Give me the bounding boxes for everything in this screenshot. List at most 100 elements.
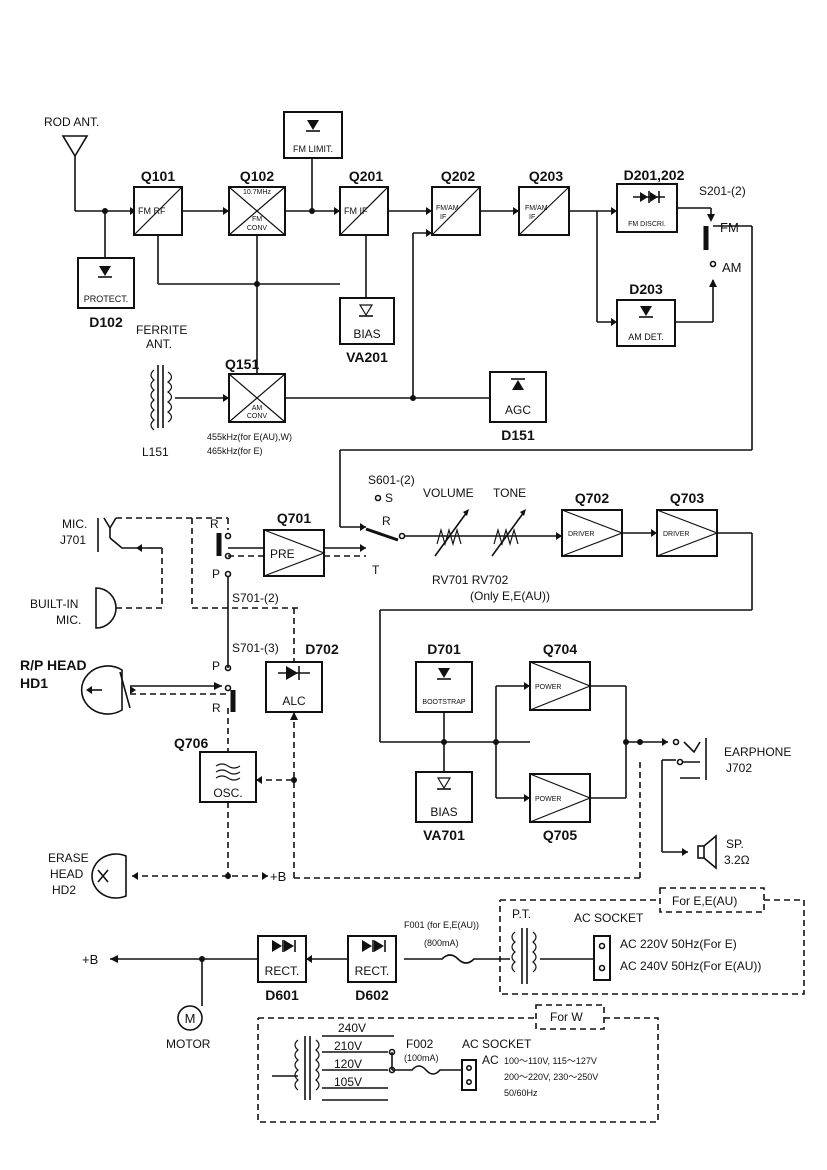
va701-label: BIAS [430, 805, 457, 819]
s201-fm: FM [720, 220, 739, 235]
d102-ref: D102 [89, 314, 123, 330]
q202-label-2: IF [440, 214, 446, 221]
q102-ref: Q102 [240, 168, 274, 184]
fm-discri-block [616, 183, 678, 233]
q705-ref: Q705 [543, 827, 577, 843]
mic-label-1: MIC. [62, 517, 87, 531]
mic-label-2: J701 [60, 533, 86, 547]
ac-w-range-3: 50/60Hz [504, 1088, 538, 1098]
q203-label-2: IF [529, 214, 535, 221]
tap-105: 105V [334, 1075, 362, 1089]
am-conv-label-1: AM [252, 405, 263, 412]
rect-1-label: RECT. [265, 964, 300, 978]
agc-label: AGC [505, 403, 531, 417]
ac-w-range-2: 200～220V, 230～250V [504, 1072, 598, 1082]
ac-socket-w-icon [461, 1059, 477, 1091]
protect-label: PROTECT. [84, 294, 129, 304]
ac-e-v2: AC 240V 50Hz(For E(AU)) [620, 959, 761, 973]
s201-am: AM [722, 260, 742, 275]
bootstrap-label: BOOTSTRAP [422, 699, 466, 706]
rv-note: (Only E,E(AU)) [470, 589, 550, 603]
s601-ref: S601-(2) [368, 473, 415, 487]
q706-ref: Q706 [174, 735, 208, 751]
fm-conv-freq: 10.7MHz [243, 189, 272, 196]
q703-label: DRIVER [663, 531, 689, 538]
d602-ref: D602 [355, 987, 389, 1003]
q704-ref: Q704 [543, 641, 577, 657]
ferrite-ref: L151 [142, 445, 169, 459]
speaker-label-1: SP. [726, 837, 744, 851]
built-in-mic-icon [95, 587, 117, 629]
va201-bias-block [339, 297, 395, 345]
power-e-tag: For E,E(AU) [672, 894, 737, 908]
rp-head-icon [80, 665, 131, 715]
tap-120: 120V [334, 1057, 362, 1071]
rect-2-block [347, 935, 397, 983]
ferrite-antenna-icon [150, 365, 173, 431]
tone-label: TONE [493, 486, 526, 500]
rp-head-label-1: R/P HEAD [20, 657, 87, 673]
s701-2-r: R [210, 517, 219, 531]
d702-ref: D702 [305, 641, 339, 657]
s701-2-ref: S701-(2) [232, 591, 279, 605]
fm-discri-label: FM DISCRI. [628, 221, 666, 228]
plus-b-supply: +B [82, 952, 98, 967]
q202-ref: Q202 [441, 168, 475, 184]
va201-label: BIAS [353, 327, 380, 341]
rp-head-label-2: HD1 [20, 675, 48, 691]
ferrite-label-2: ANT. [146, 337, 172, 351]
tap-240: 240V [338, 1021, 366, 1035]
va201-ref: VA201 [346, 349, 388, 365]
volume-label: VOLUME [423, 486, 474, 500]
q702-ref: Q702 [575, 490, 609, 506]
f001-label-1: F001 (for E,E(AU)) [404, 920, 479, 930]
erase-label-3: HD2 [52, 883, 76, 897]
fm-conv-label-2: CONV [247, 225, 268, 232]
earphone-label-2: J702 [726, 761, 752, 775]
s601-t: T [372, 563, 380, 577]
q203-ref: Q203 [529, 168, 563, 184]
q151-note-1: 455kHz(for E(AU),W) [207, 432, 292, 442]
fm-limit-block [283, 111, 343, 159]
f001-label-2: (800mA) [424, 938, 459, 948]
fm-conv-label-1: FM [252, 216, 262, 223]
va701-bias-block [415, 771, 473, 823]
q705-label: POWER [535, 796, 561, 803]
q151-ref: Q151 [225, 356, 259, 372]
s701-2-p: P [212, 567, 220, 581]
ac-socket-e-icon [593, 935, 611, 981]
rect-1-block [257, 935, 307, 983]
erase-head-icon [91, 853, 127, 899]
erase-label-2: HEAD [50, 867, 84, 881]
q201-ref: Q201 [349, 168, 383, 184]
s701-3-p: P [212, 659, 220, 673]
d151-ref: D151 [501, 427, 535, 443]
fm-limit-label: FM LIMIT. [293, 144, 333, 154]
speaker-label-2: 3.2Ω [724, 853, 750, 867]
s201-ref: S201-(2) [699, 184, 746, 198]
motor-icon [177, 1005, 203, 1031]
erase-label-1: ERASE [48, 851, 89, 865]
d701-ref: D701 [427, 641, 461, 657]
ferrite-label-1: FERRITE [136, 323, 187, 337]
motor-symbol: M [185, 1011, 196, 1026]
q101-ref: Q101 [141, 168, 175, 184]
builtin-label-2: MIC. [56, 613, 81, 627]
tap-210: 210V [334, 1039, 362, 1053]
q701-ref: Q701 [277, 510, 311, 526]
q703-ref: Q703 [670, 490, 704, 506]
builtin-label-1: BUILT-IN [30, 597, 78, 611]
ac-w-range-1: 100～110V, 115～127V [504, 1056, 597, 1066]
q702-label: DRIVER [568, 531, 594, 538]
ac-socket-w-label: AC SOCKET [462, 1037, 532, 1051]
plus-b-erase: +B [270, 869, 286, 884]
multi-tap-transformer-icon [294, 1036, 320, 1100]
fm-rf-label: FM RF [138, 206, 166, 216]
speaker-icon [697, 834, 717, 870]
osc-label: OSC. [213, 786, 242, 800]
rect-2-label: RECT. [355, 964, 390, 978]
f002-label-1: F002 [406, 1037, 434, 1051]
s701-3-r: R [212, 701, 221, 715]
am-conv-label-2: CONV [247, 413, 268, 420]
am-det-label: AM DET. [628, 332, 664, 342]
